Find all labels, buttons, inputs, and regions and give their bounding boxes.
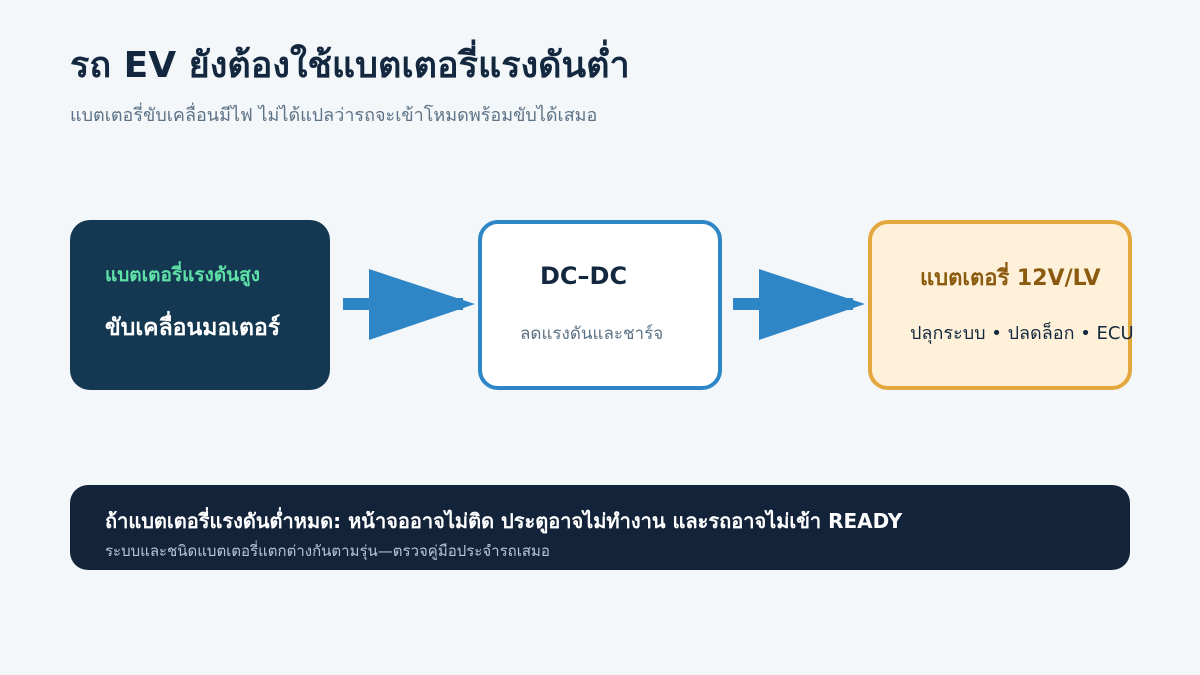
high-voltage-battery-box: แบตเตอรี่แรงดันสูง ขับเคลื่อนมอเตอร์ [70, 220, 330, 390]
dc-dc-description: ลดแรงดันและชาร์จ [520, 324, 664, 344]
dc-dc-title: DC–DC [540, 262, 628, 290]
low-voltage-battery-box: แบตเตอรี่ 12V/LV ปลุกระบบ • ปลดล็อก • EC… [868, 220, 1134, 390]
page-subtitle: แบตเตอรี่ขับเคลื่อนมีไฟ ไม่ได้แปลว่ารถจะ… [70, 105, 598, 126]
low-voltage-battery-title: แบตเตอรี่ 12V/LV [920, 266, 1101, 291]
low-voltage-battery-functions: ปลุกระบบ • ปลดล็อก • ECU [910, 323, 1134, 344]
warning-banner-main: ถ้าแบตเตอรี่แรงดันต่ำหมด: หน้าจออาจไม่ติ… [105, 509, 903, 533]
arrow-right-icon [733, 269, 865, 340]
arrow-right-icon [343, 269, 475, 340]
drive-motor-label: ขับเคลื่อนมอเตอร์ [105, 315, 281, 341]
dc-dc-converter-box: DC–DC ลดแรงดันและชาร์จ [478, 220, 722, 390]
warning-banner: ถ้าแบตเตอรี่แรงดันต่ำหมด: หน้าจออาจไม่ติ… [70, 485, 1130, 570]
page-title: รถ EV ยังต้องใช้แบตเตอรี่แรงดันต่ำ [70, 45, 630, 86]
high-voltage-battery-label: แบตเตอรี่แรงดันสูง [105, 264, 261, 286]
warning-banner-note: ระบบและชนิดแบตเตอรี่แตกต่างกันตามรุ่น—ตร… [105, 542, 550, 560]
